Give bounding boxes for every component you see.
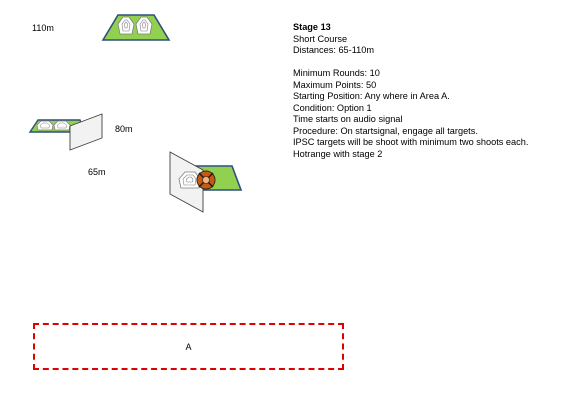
stage-course: Short Course: [293, 33, 348, 44]
stage-info: Stage 13 Short Course Distances: 65-110m…: [293, 22, 558, 160]
rule-condition: Condition: Option 1: [293, 102, 372, 113]
stage-title: Stage 13: [293, 22, 331, 32]
berm-80m: [28, 113, 103, 151]
berm-110m: [101, 14, 171, 41]
distance-label-80m: 80m: [115, 124, 133, 134]
start-area-label: A: [185, 341, 192, 352]
ipsc-target-icon: [135, 16, 153, 35]
spacer: [293, 57, 558, 69]
berm-110m-shape: [101, 14, 171, 41]
rule-maximum-points: Maximum Points: 50: [293, 79, 377, 90]
ipsc-target-icon: [117, 16, 135, 35]
ipsc-target-icon: [36, 120, 54, 131]
berm-65m: [169, 151, 243, 213]
stage-distances: Distances: 65-110m: [293, 45, 375, 55]
distance-label-110m: 110m: [32, 23, 54, 33]
rule-time-start: Time starts on audio signal: [293, 114, 403, 124]
ipsc-target-icon: [53, 120, 71, 131]
rule-ipsc-targets: IPSC targets will be shoot with minimum …: [293, 137, 529, 147]
wall-barrier-icon: [69, 113, 103, 151]
ipsc-target-icon: [178, 171, 201, 189]
no-shoot-target-icon: [196, 170, 216, 190]
rule-hotrange: Hotrange with stage 2: [293, 148, 383, 159]
rule-procedure: Procedure: On startsignal, engage all ta…: [293, 125, 478, 136]
start-area-a: A: [33, 323, 344, 370]
rule-minimum-rounds: Minimum Rounds: 10: [293, 68, 380, 78]
rule-starting-position: Starting Position: Any where in Area A.: [293, 91, 450, 101]
distance-label-65m: 65m: [88, 167, 106, 177]
